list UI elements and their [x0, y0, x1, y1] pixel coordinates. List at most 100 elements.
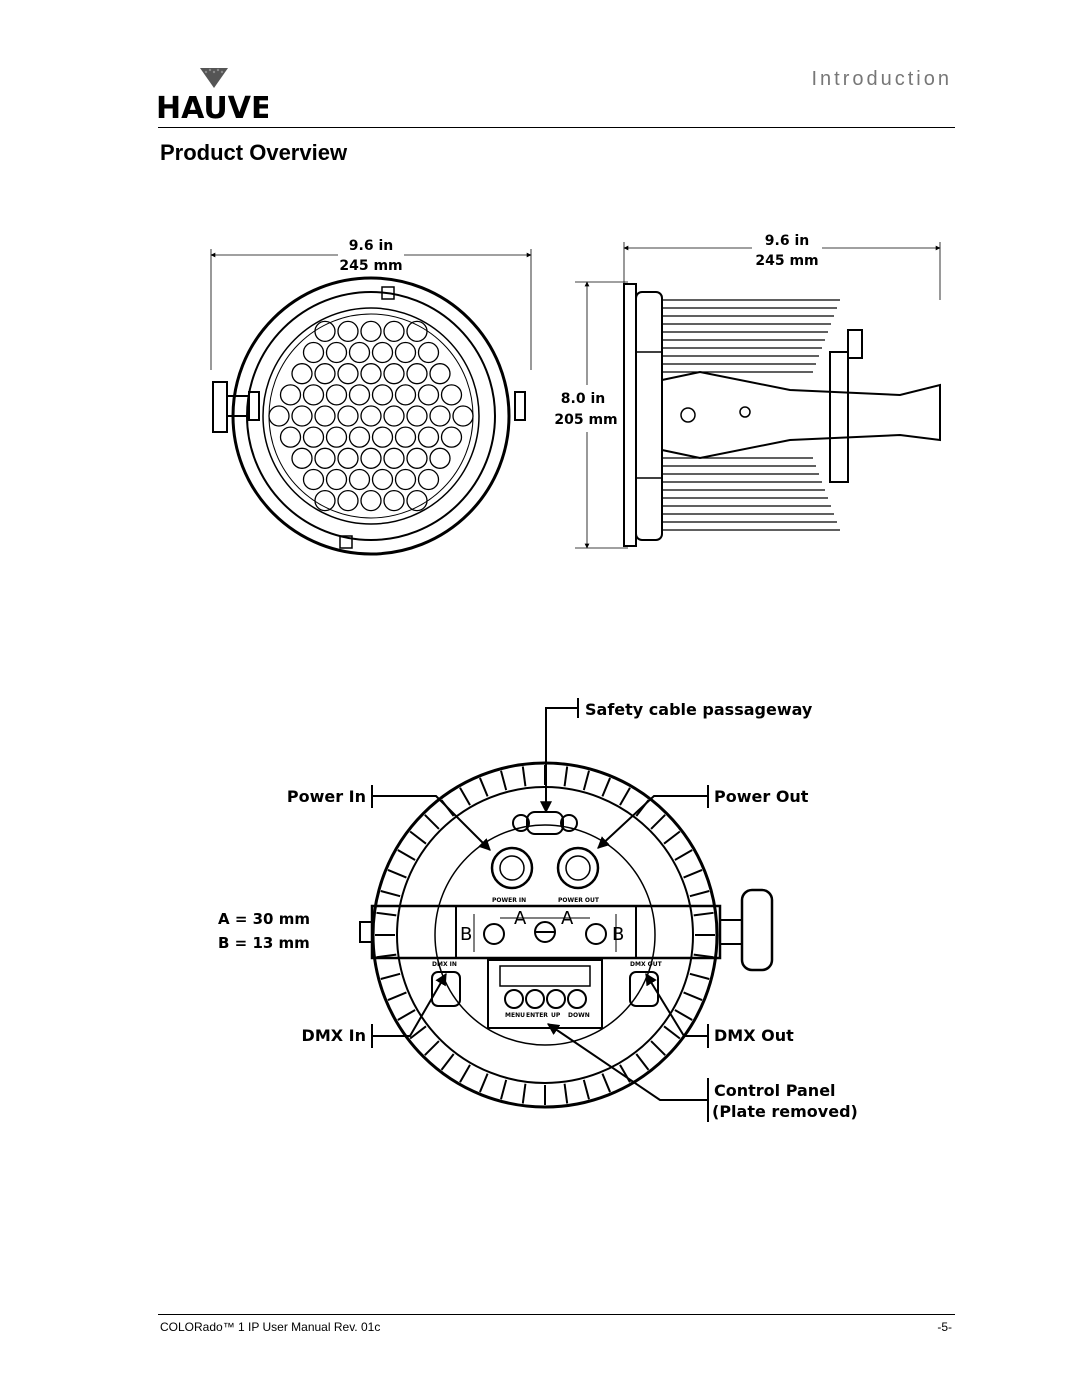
led-lens	[383, 363, 405, 385]
led-lens	[325, 341, 348, 364]
led-lens	[429, 405, 451, 427]
silk-a-right: A	[561, 908, 574, 929]
silk-down: DOWN	[568, 1012, 590, 1019]
led-lens	[337, 320, 359, 343]
led-lens	[325, 426, 348, 448]
led-lens	[383, 489, 405, 512]
led-lens	[337, 489, 359, 512]
led-array	[268, 320, 474, 512]
led-lens	[360, 405, 382, 427]
led-lens	[314, 489, 336, 512]
led-lens	[302, 426, 325, 448]
led-lens	[406, 447, 428, 469]
led-lens	[291, 363, 313, 385]
led-lens	[337, 405, 359, 427]
header-rule	[158, 127, 955, 128]
label-safety-cable: Safety cable passageway	[585, 700, 813, 719]
footer-page-number: -5-	[937, 1320, 952, 1334]
led-lens	[371, 384, 394, 406]
rear-view	[359, 761, 774, 1109]
silk-power-out: POWER OUT	[558, 897, 600, 904]
led-lens	[314, 405, 336, 427]
led-lens	[348, 426, 371, 448]
led-lens	[406, 363, 428, 385]
page-heading: Product Overview	[160, 140, 348, 165]
led-lens	[302, 384, 325, 406]
led-lens	[291, 447, 313, 469]
silk-enter: ENTER	[526, 1012, 548, 1019]
silk-b-left: B	[460, 924, 472, 945]
led-lens	[429, 363, 451, 385]
side-height-mm: 205 mm	[554, 412, 617, 428]
led-lens	[268, 405, 290, 427]
led-lens	[417, 384, 440, 406]
chauvet-logo: CHAUVET	[158, 68, 268, 124]
led-lens	[371, 341, 394, 364]
led-lens	[325, 468, 348, 491]
label-power-in: Power In	[287, 787, 366, 806]
section-title: Introduction	[811, 68, 952, 90]
led-lens	[348, 384, 371, 406]
led-lens	[279, 426, 302, 448]
label-control-panel: Control Panel	[714, 1081, 836, 1100]
silk-a-left: A	[514, 908, 527, 929]
led-lens	[417, 468, 440, 491]
led-lens	[314, 447, 336, 469]
led-lens	[371, 426, 394, 448]
front-view	[210, 249, 532, 556]
footer-rule	[158, 1314, 955, 1315]
led-lens	[314, 363, 336, 385]
side-view	[575, 242, 941, 549]
led-lens	[383, 405, 405, 427]
led-lens	[360, 447, 382, 469]
led-lens	[279, 384, 302, 406]
led-lens	[291, 405, 313, 427]
silk-dmx-out: DMX OUT	[630, 961, 663, 968]
led-lens	[314, 320, 336, 343]
footer-manual: COLORado™ 1 IP User Manual Rev. 01c	[160, 1320, 381, 1334]
led-lens	[302, 468, 325, 491]
led-lens	[452, 405, 474, 427]
side-height-in: 8.0 in	[561, 391, 605, 407]
led-lens	[302, 341, 325, 364]
label-dim-b: B = 13 mm	[218, 934, 310, 952]
led-lens	[406, 320, 428, 343]
silk-b-right: B	[612, 924, 624, 945]
front-width-mm: 245 mm	[339, 258, 402, 274]
led-lens	[394, 468, 417, 491]
logo-wordmark: CHAUVET	[158, 91, 268, 124]
led-lens	[406, 489, 428, 512]
silk-menu: MENU	[505, 1012, 525, 1019]
led-lens	[371, 468, 394, 491]
front-width-in: 9.6 in	[349, 238, 393, 254]
led-lens	[337, 447, 359, 469]
label-dmx-out: DMX Out	[714, 1026, 794, 1045]
side-depth-mm: 245 mm	[755, 253, 818, 269]
led-lens	[429, 447, 451, 469]
led-lens	[348, 468, 371, 491]
led-lens	[337, 363, 359, 385]
led-lens	[383, 447, 405, 469]
silk-dmx-in: DMX IN	[432, 961, 457, 968]
led-lens	[440, 426, 463, 448]
led-lens	[417, 341, 440, 364]
led-lens	[406, 405, 428, 427]
led-lens	[360, 320, 382, 343]
led-lens	[394, 426, 417, 448]
led-lens	[394, 384, 417, 406]
led-lens	[394, 341, 417, 364]
led-lens	[348, 341, 371, 364]
led-lens	[440, 384, 463, 406]
label-dmx-in: DMX In	[302, 1026, 366, 1045]
silk-power-in: POWER IN	[492, 897, 526, 904]
led-lens	[360, 363, 382, 385]
led-lens	[417, 426, 440, 448]
led-lens	[360, 489, 382, 512]
label-power-out: Power Out	[714, 787, 809, 806]
led-lens	[325, 384, 348, 406]
callout-leaders	[371, 698, 709, 1122]
led-lens	[383, 320, 405, 343]
silk-up: UP	[551, 1012, 561, 1019]
side-depth-in: 9.6 in	[765, 233, 809, 249]
